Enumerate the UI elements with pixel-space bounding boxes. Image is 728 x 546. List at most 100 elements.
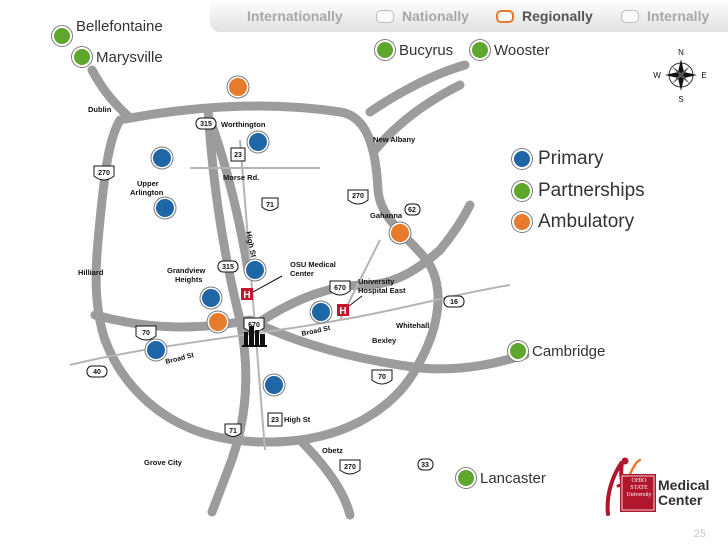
streets bbox=[69, 139, 511, 451]
i270-outerbelt bbox=[91, 101, 443, 447]
legend-primary: Primary bbox=[512, 148, 603, 170]
hospital-osu-icon: H bbox=[241, 275, 283, 301]
site-ambulatory-west[interactable] bbox=[207, 311, 229, 333]
ne-leg bbox=[365, 60, 470, 117]
svg-text:270: 270 bbox=[344, 464, 356, 471]
site-primary-osu[interactable] bbox=[244, 259, 266, 281]
ne-corridor bbox=[370, 80, 465, 155]
shield-71-south: 71 bbox=[224, 423, 242, 437]
svg-text:270: 270 bbox=[98, 170, 110, 177]
site-wooster[interactable]: Wooster bbox=[470, 40, 550, 60]
label-high-st-south: High St bbox=[284, 415, 311, 424]
label-obetz: Obetz bbox=[322, 446, 343, 455]
site-primary-upper-arlington-north[interactable] bbox=[151, 147, 173, 169]
site-cambridge[interactable]: Cambridge bbox=[508, 341, 605, 361]
logo-text-medical: Medical bbox=[658, 477, 710, 493]
south-connector bbox=[295, 435, 355, 520]
shield-70-west: 70 bbox=[135, 325, 157, 341]
i70 bbox=[90, 310, 530, 374]
label-morse-rd: Morse Rd. bbox=[223, 173, 259, 182]
svg-text:670: 670 bbox=[334, 285, 346, 292]
shield-315-north: 315 bbox=[195, 117, 217, 130]
logo-seal-text: OHIO STATE University bbox=[626, 478, 652, 498]
tab-internationally[interactable]: Internationally bbox=[247, 8, 343, 24]
shield-670-east: 670 bbox=[329, 280, 351, 296]
partnership-dot-icon bbox=[52, 26, 72, 46]
highways bbox=[87, 60, 530, 520]
site-primary-south[interactable] bbox=[263, 374, 285, 396]
svg-text:H: H bbox=[243, 290, 250, 301]
shield-40: 40 bbox=[86, 365, 108, 378]
label-osu-2: Center bbox=[290, 269, 314, 278]
svg-text:16: 16 bbox=[450, 299, 458, 306]
site-bellefontaine-label: Bellefontaine bbox=[76, 18, 163, 35]
label-univ-2: Hospital East bbox=[358, 286, 406, 295]
site-primary-west-broad[interactable] bbox=[145, 339, 167, 361]
label-worthington: Worthington bbox=[221, 120, 266, 129]
svg-text:62: 62 bbox=[408, 207, 416, 214]
label-whitehall: Whitehall bbox=[396, 321, 429, 330]
shield-315-south: 315 bbox=[217, 260, 239, 273]
site-primary-upper-arlington-south[interactable] bbox=[154, 197, 176, 219]
nw-corridor bbox=[87, 65, 135, 123]
primary-dot-icon bbox=[512, 149, 532, 169]
partnership-dot-icon bbox=[72, 47, 92, 67]
shield-23-south: 23 bbox=[267, 412, 283, 427]
shield-270-west: 270 bbox=[93, 165, 115, 181]
svg-text:70: 70 bbox=[378, 374, 386, 381]
label-hilliard: Hilliard bbox=[78, 268, 104, 277]
svg-text:315: 315 bbox=[200, 121, 212, 128]
compass-rose-icon: N S E W bbox=[653, 48, 706, 104]
label-osu-1: OSU Medical bbox=[290, 260, 336, 269]
label-univ-1: University bbox=[358, 277, 395, 286]
hospital-east-icon: H bbox=[337, 295, 363, 317]
site-primary-grandview[interactable] bbox=[200, 287, 222, 309]
i670 bbox=[243, 200, 475, 335]
shield-270-south: 270 bbox=[339, 459, 361, 475]
shield-23-north: 23 bbox=[230, 147, 246, 162]
site-bellefontaine[interactable] bbox=[52, 26, 72, 46]
svg-text:71: 71 bbox=[266, 202, 274, 209]
view-scope-tabbar: Internationally Nationally Regionally In… bbox=[210, 0, 728, 32]
tab-toggle-icon bbox=[376, 9, 394, 23]
shield-270-northeast: 270 bbox=[347, 189, 369, 205]
svg-text:315: 315 bbox=[222, 264, 234, 271]
svg-text:23: 23 bbox=[271, 417, 279, 424]
site-lancaster[interactable]: Lancaster bbox=[456, 468, 546, 488]
label-grandview-1: Grandview bbox=[167, 266, 206, 275]
svg-text:40: 40 bbox=[93, 369, 101, 376]
svg-text:H: H bbox=[339, 306, 346, 317]
label-gahanna: Gahanna bbox=[370, 211, 403, 220]
site-ambulatory-north[interactable] bbox=[227, 76, 249, 98]
label-grandview-2: Heights bbox=[175, 275, 203, 284]
site-primary-worthington[interactable] bbox=[247, 131, 269, 153]
shield-16: 16 bbox=[443, 295, 465, 308]
svg-text:670: 670 bbox=[248, 322, 260, 329]
partnership-dot-icon bbox=[470, 40, 490, 60]
tab-nationally[interactable]: Nationally bbox=[376, 6, 469, 26]
partnership-dot-icon bbox=[375, 40, 395, 60]
shield-33: 33 bbox=[417, 458, 434, 471]
label-upper-arlington-1: Upper bbox=[137, 179, 159, 188]
ohio-state-logo-icon bbox=[605, 457, 656, 516]
svg-text:N: N bbox=[678, 48, 684, 57]
site-bucyrus[interactable]: Bucyrus bbox=[375, 40, 453, 60]
site-primary-university-east[interactable] bbox=[310, 301, 332, 323]
partnership-dot-icon bbox=[456, 468, 476, 488]
logo-text-center: Center bbox=[658, 492, 703, 508]
label-grove-city: Grove City bbox=[144, 458, 183, 467]
tab-regionally[interactable]: Regionally bbox=[496, 6, 593, 26]
svg-text:W: W bbox=[653, 71, 661, 80]
site-ambulatory-gahanna[interactable] bbox=[389, 222, 411, 244]
shield-71-north: 71 bbox=[261, 197, 279, 211]
sr315 bbox=[205, 115, 253, 275]
svg-text:270: 270 bbox=[352, 193, 364, 200]
svg-text:33: 33 bbox=[421, 462, 429, 469]
label-broad-st-west: Broad St bbox=[165, 352, 196, 366]
svg-text:23: 23 bbox=[234, 152, 242, 159]
legend-partnerships: Partnerships bbox=[512, 180, 645, 202]
ambulatory-dot-icon bbox=[512, 212, 532, 232]
site-marysville[interactable]: Marysville bbox=[72, 47, 163, 67]
tab-internally[interactable]: Internally bbox=[621, 6, 709, 26]
